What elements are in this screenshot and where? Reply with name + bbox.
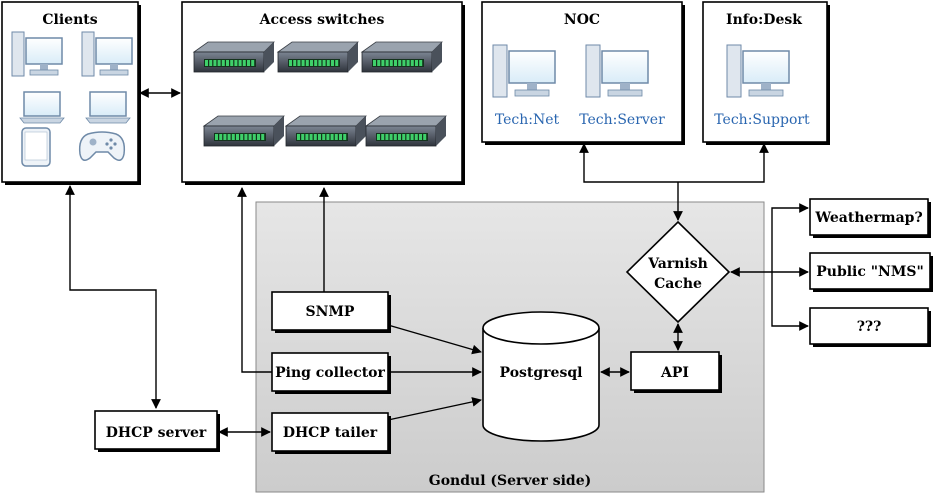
dhcp-server-box: DHCP server [94, 410, 220, 452]
ping-collector-label: Ping collector [275, 365, 385, 381]
network-switch-icon [276, 41, 359, 73]
noc-title: NOC [564, 12, 600, 28]
connectors [65, 88, 809, 437]
snmp-box: SNMP [271, 291, 391, 333]
infodesk-title: Info:Desk [726, 12, 802, 28]
output-weathermap-label: Weathermap? [814, 210, 922, 226]
network-switch-icon [284, 115, 367, 147]
access-switches-title: Access switches [259, 12, 385, 28]
laptop-icon [19, 91, 65, 124]
station-tech-net: Tech:Net [495, 112, 560, 128]
postgresql-label: Postgresql [500, 365, 583, 381]
clients-group: Clients [1, 1, 141, 185]
output-unknown: ??? [809, 307, 931, 347]
snmp-label: SNMP [306, 304, 355, 320]
network-switch-icon [360, 41, 443, 73]
network-switch-icon [192, 41, 275, 73]
desktop-computer-icon [585, 44, 649, 98]
ping-collector-box: Ping collector [271, 352, 391, 394]
infodesk-group: Info:Desk Tech:Support [702, 1, 830, 145]
desktop-computer-icon [492, 44, 556, 98]
output-unknown-label: ??? [857, 319, 882, 335]
output-weathermap: Weathermap? [809, 198, 931, 238]
varnish-cache: Varnish Cache [625, 220, 731, 324]
network-switch-icon [364, 115, 447, 147]
dhcp-tailer-box: DHCP tailer [271, 412, 391, 454]
output-public-nms-label: Public "NMS" [816, 264, 924, 280]
station-tech-support: Tech:Support [714, 112, 810, 128]
dhcp-tailer-label: DHCP tailer [283, 425, 378, 441]
dhcp-server-label: DHCP server [106, 425, 207, 441]
clients-title: Clients [42, 12, 97, 28]
gamepad-icon [78, 131, 126, 161]
tablet-icon [21, 127, 51, 167]
desktop-computer-icon [726, 44, 790, 98]
laptop-icon [85, 91, 131, 124]
gondul-label: Gondul (Server side) [429, 473, 591, 489]
desktop-computer-icon [11, 31, 63, 77]
desktop-computer-icon [81, 31, 133, 77]
network-switch-icon [202, 115, 285, 147]
api-label: API [660, 365, 689, 381]
noc-group: NOC Tech:Net Tech:Server [481, 1, 685, 145]
station-tech-server: Tech:Server [579, 112, 665, 128]
postgresql-database: Postgresql [482, 311, 600, 442]
output-public-nms: Public "NMS" [809, 252, 933, 292]
varnish-label-line2: Cache [654, 276, 702, 292]
api-box: API [630, 351, 722, 393]
switches-container [192, 41, 447, 147]
varnish-label-line1: Varnish [647, 256, 708, 272]
access-switches-group: Access switches [181, 1, 465, 185]
